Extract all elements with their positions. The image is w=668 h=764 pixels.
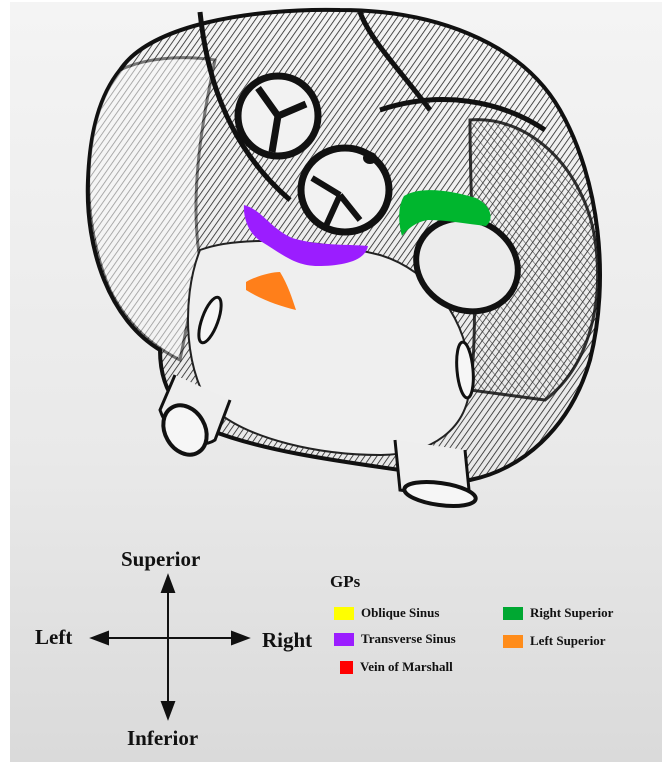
legend-swatch xyxy=(340,661,353,674)
legend-item-oblique-sinus: Oblique Sinus xyxy=(334,605,439,621)
legend-swatch xyxy=(334,633,354,646)
bottom-vessel-stub xyxy=(395,440,477,510)
legend-label: Transverse Sinus xyxy=(361,631,456,647)
legend-label: Left Superior xyxy=(530,633,605,649)
orientation-compass xyxy=(92,576,248,718)
legend-swatch xyxy=(503,607,523,620)
legend-label: Oblique Sinus xyxy=(361,605,439,621)
legend-item-transverse-sinus: Transverse Sinus xyxy=(334,631,456,647)
label-inferior: Inferior xyxy=(127,726,198,751)
lower-valve xyxy=(301,148,389,232)
legend-label: Right Superior xyxy=(530,605,613,621)
label-left: Left xyxy=(35,625,72,650)
legend-item-right-superior: Right Superior xyxy=(503,605,613,621)
legend-item-left-superior: Left Superior xyxy=(503,633,605,649)
legend-label: Vein of Marshall xyxy=(360,659,453,675)
legend-item-vein-of-marshall: Vein of Marshall xyxy=(340,659,453,675)
upper-valve xyxy=(238,76,318,156)
legend-title: GPs xyxy=(330,572,360,592)
legend-swatch xyxy=(503,635,523,648)
label-right: Right xyxy=(262,628,312,653)
legend-swatch xyxy=(334,607,354,620)
label-superior: Superior xyxy=(121,547,200,572)
